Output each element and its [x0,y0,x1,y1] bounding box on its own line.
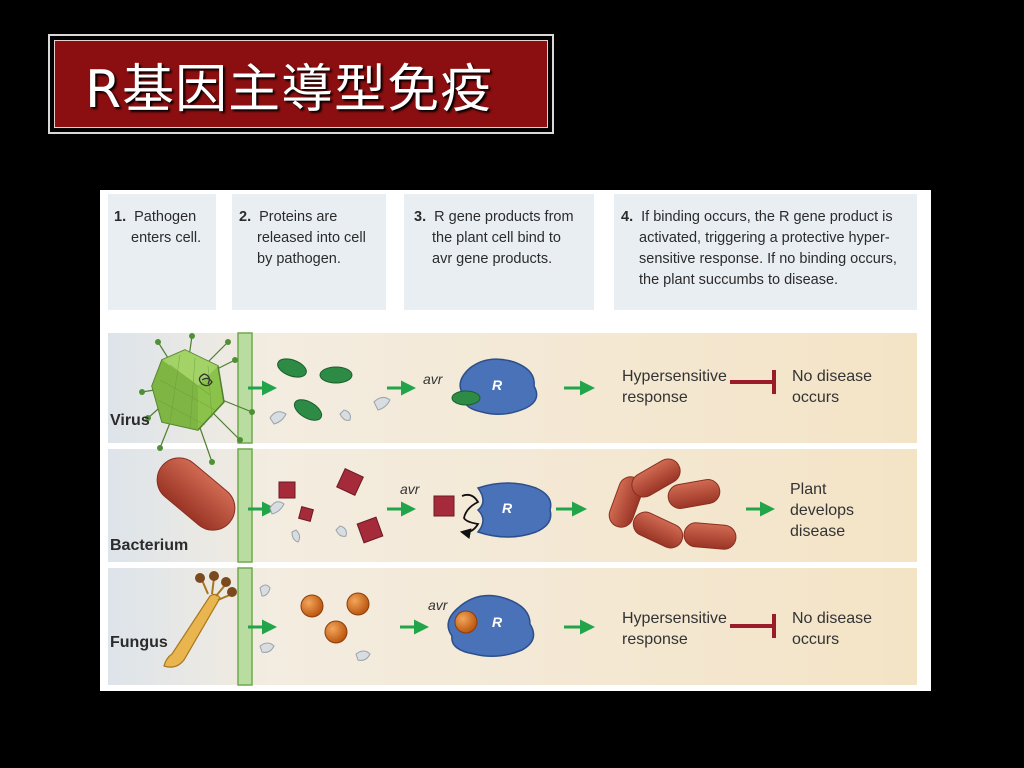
step-4-line-3: sensitive response. If no binding occurs… [639,251,897,267]
bacterium-multiplied-cells [608,458,737,550]
slide-title: R基因主導型免疫 [85,59,494,120]
row-label-fungus: Fungus [110,634,168,651]
step-3-line-3: avr gene products. [432,251,552,267]
slide-title-frame: R基因主導型免疫 [48,34,554,134]
fungus-row: Fungus avr R Hypersensitive response No … [110,571,877,668]
virus-inhibit-arrow [730,370,776,394]
step-1-line-1: Pathogen [134,209,196,225]
step-2-box [232,194,386,310]
step-3-box [404,194,594,310]
fungus-avr-label: avr [428,597,449,613]
bacterium-no-binding-arrow [459,493,480,539]
bacterium-avr-label: avr [400,481,421,497]
fungus-r-label: R [492,614,503,630]
virus-r-label: R [492,377,503,393]
step-3-number: 3. [414,209,426,225]
step-1-line-2: enters cell. [131,230,201,246]
slide-title-banner: R基因主導型免疫 [54,40,548,128]
bacterium-outcome-text: Plant develops disease [790,481,859,540]
step-4-line-2: activated, triggering a protective hyper… [639,230,890,246]
virus-released-proteins [269,358,391,425]
step-3-line-1: R gene products from [434,209,573,225]
cell-wall-bacterium [237,448,253,563]
virus-response-text: Hypersensitive response [622,368,731,406]
step-4-line-1: If binding occurs, the R gene product is [641,209,892,225]
bacterium-unbound-avr-protein [433,495,455,517]
step-3-text: 3. R gene products from the plant cell b… [414,209,578,267]
step-4-text: 4. If binding occurs, the R gene product… [621,209,901,288]
step-4-number: 4. [621,209,633,225]
fungus-inhibit-arrow [730,614,776,638]
step-4-line-4: the plant succumbs to disease. [639,272,838,288]
virus-pathogen-icon [139,333,255,465]
step-2-text: 2. Proteins are released into cell by pa… [239,209,370,267]
step-2-line-1: Proteins are [259,209,337,225]
fungus-r-protein [447,594,535,657]
r-gene-immunity-figure: 1. Pathogen enters cell. 2. Proteins are… [100,190,931,691]
virus-row: Virus avr R Hypersensitive response No d… [110,333,877,465]
fungus-bound-avr-protein [454,610,478,634]
figure-svg: 1. Pathogen enters cell. 2. Proteins are… [100,190,931,691]
step-4-box [614,194,917,310]
fungus-pathogen-icon [163,571,237,668]
step-1-box [108,194,216,310]
bacterium-r-protein [476,482,552,538]
row-label-bacterium: Bacterium [110,537,188,554]
bacterium-released-proteins [269,468,384,544]
step-1-text: 1. Pathogen enters cell. [114,209,201,246]
bacterium-r-label: R [502,500,513,516]
virus-avr-label: avr [423,371,444,387]
virus-bound-avr-protein [451,390,481,406]
step-2-line-2: released into cell [257,230,366,246]
step-3-line-2: the plant cell bind to [432,230,561,246]
step-2-number: 2. [239,209,251,225]
fungus-released-proteins [259,584,371,661]
bacterium-row: Bacterium avr R Plant develops [110,457,859,554]
virus-outcome-text: No disease occurs [792,368,877,406]
step-1-number: 1. [114,209,126,225]
fungus-response-text: Hypersensitive response [622,610,731,648]
row-label-virus: Virus [110,412,150,429]
step-boxes: 1. Pathogen enters cell. 2. Proteins are… [108,194,917,310]
fungus-outcome-text: No disease occurs [792,610,877,648]
bacterium-pathogen-icon [156,457,236,531]
step-2-line-3: by pathogen. [257,251,341,267]
